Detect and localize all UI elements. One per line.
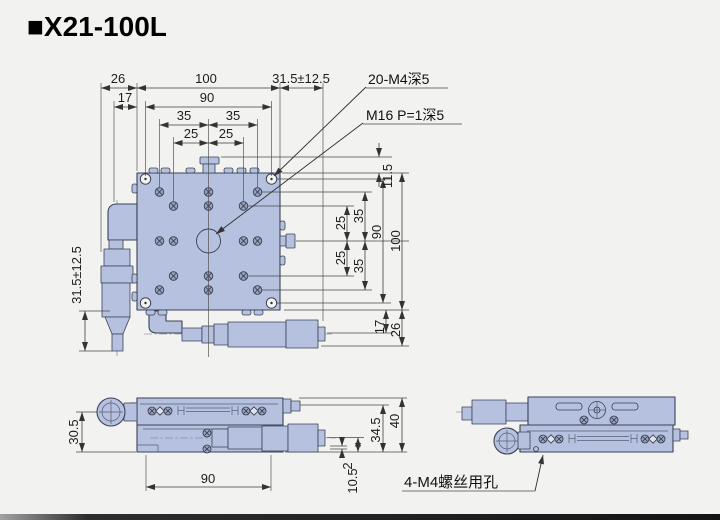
bottom-micrometer	[144, 310, 332, 349]
corner-hole	[265, 297, 278, 309]
dim-front-2: 2	[340, 462, 355, 469]
dim-top-100: 100	[195, 71, 217, 86]
dimension-text: 26 100 31.5±12.5 17 90 35 35 25 25 11.5 …	[66, 71, 403, 494]
top-view	[100, 156, 332, 356]
left-micrometer-tip	[111, 333, 124, 352]
callout-side-holes: 4-M4螺丝用孔	[404, 474, 498, 491]
dim-top-25r: 25	[219, 126, 233, 141]
dim-front-10-5: 10.5	[345, 468, 360, 493]
bottom-bracket	[148, 310, 183, 334]
micrometer-thimble	[287, 423, 319, 453]
dim-top-35r: 35	[226, 108, 240, 123]
side-lock-knob	[672, 428, 681, 442]
dim-top-travel: 31.5±12.5	[272, 71, 330, 86]
left-bracket	[107, 203, 138, 241]
dim-right-26: 26	[388, 323, 403, 337]
dim-front-90: 90	[201, 471, 215, 486]
dim-left-travel: 31.5±12.5	[69, 246, 84, 304]
dim-top-26: 26	[111, 71, 125, 86]
left-micrometer	[100, 200, 138, 356]
dim-right-11-5: 11.5	[380, 164, 395, 188]
dim-right-100: 100	[388, 230, 403, 252]
dim-right-25b: 25	[333, 251, 348, 265]
mounting-hole	[533, 446, 539, 452]
front-view	[96, 397, 336, 454]
side-view	[456, 396, 689, 455]
corner-hole	[139, 297, 152, 309]
dim-right-35t: 35	[351, 209, 366, 223]
dimension-lines	[79, 85, 405, 490]
dim-top-35l: 35	[177, 108, 191, 123]
dim-front-30-5: 30.5	[66, 419, 81, 444]
extension-lines	[76, 83, 409, 491]
dim-top-17: 17	[118, 90, 132, 105]
dim-front-34-5: 34.5	[368, 417, 383, 442]
dim-top-25l: 25	[184, 126, 198, 141]
micrometer-thimble	[285, 319, 319, 349]
clamp-knob-top	[199, 156, 220, 174]
dim-top-90: 90	[200, 90, 214, 105]
callouts: 20-M4深5 M16 P=1深5 4-M4螺丝用孔	[215, 71, 544, 492]
front-micrometer	[150, 423, 336, 453]
callout-center-thread: M16 P=1深5	[366, 107, 444, 123]
page-title: ■X21-100L	[27, 11, 167, 42]
dim-right-17: 17	[372, 320, 387, 334]
front-lock-knob	[282, 398, 292, 414]
dim-right-35b: 35	[351, 259, 366, 273]
clamp-knob-right	[279, 233, 296, 249]
dim-right-25t: 25	[333, 216, 348, 230]
dim-right-90: 90	[369, 225, 384, 239]
micrometer-thimble	[471, 399, 507, 425]
callout-top-holes: 20-M4深5	[368, 71, 430, 87]
bottom-edge-strip	[0, 514, 720, 520]
dim-front-40: 40	[387, 414, 402, 428]
